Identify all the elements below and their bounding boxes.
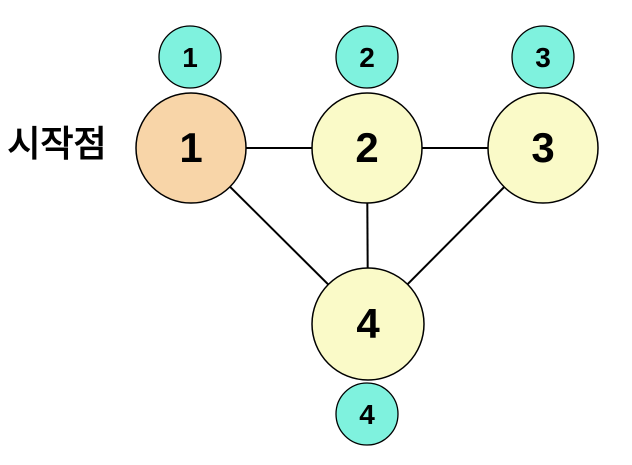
start-point-label: 시작점 (7, 123, 106, 164)
node-1: 1 (135, 92, 247, 204)
order-marker-2-circle (335, 25, 399, 89)
node-4-circle (311, 267, 425, 381)
node-2-circle (311, 92, 423, 204)
node-1-label: 1 (179, 124, 202, 171)
order-marker-2: 2 (335, 25, 399, 89)
order-marker-3-label: 3 (535, 42, 551, 73)
node-2-label: 2 (355, 124, 378, 171)
node-4: 4 (311, 267, 425, 381)
node-2: 2 (311, 92, 423, 204)
node-3: 3 (487, 92, 599, 204)
order-marker-4-circle (335, 382, 399, 446)
order-marker-1-label: 1 (182, 42, 198, 73)
node-3-circle (487, 92, 599, 204)
order-marker-4: 4 (335, 382, 399, 446)
order-marker-2-label: 2 (359, 42, 375, 73)
order-marker-1-circle (158, 25, 222, 89)
node-4-label: 4 (356, 300, 380, 347)
order-marker-3: 3 (511, 25, 575, 89)
order-marker-3-circle (511, 25, 575, 89)
order-marker-4-label: 4 (359, 399, 375, 430)
node-3-label: 3 (531, 124, 554, 171)
order-marker-1: 1 (158, 25, 222, 89)
node-1-circle (135, 92, 247, 204)
